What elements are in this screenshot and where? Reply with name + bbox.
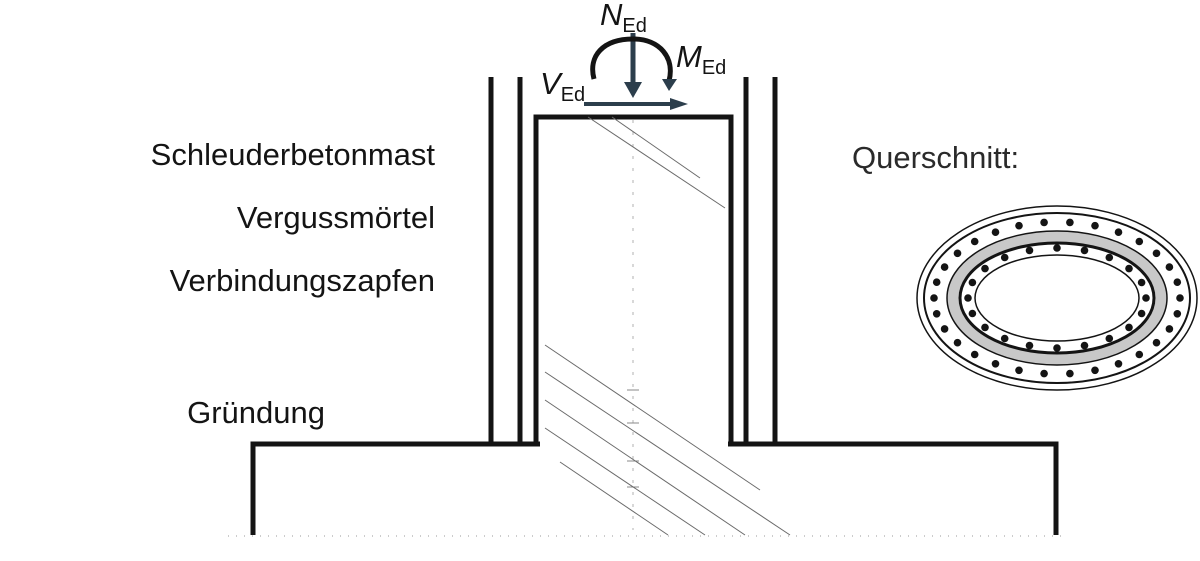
inner-rebar-dot: [1125, 264, 1133, 273]
inner-rebar-dot: [1053, 344, 1061, 352]
cross-section-grout-ring: [947, 231, 1167, 365]
cross-section: [916, 205, 1198, 391]
inner-rebar-dot: [1105, 334, 1114, 343]
mast-walls: [488, 77, 778, 446]
outer-rebar-dot: [932, 278, 941, 286]
label-verbindungszapfen: Verbindungszapfen: [170, 263, 435, 298]
shear-force-arrowhead: [670, 98, 688, 110]
foundation: [250, 441, 1059, 535]
outer-rebar-dot: [953, 249, 962, 258]
inner-rebar-dot: [1125, 323, 1133, 332]
outer-rebar-group: [930, 218, 1184, 378]
hatching: [544, 116, 791, 536]
cross-section-mast-outer: [923, 212, 1191, 384]
inner-rebar-dot: [968, 278, 977, 287]
inner-rebar-group: [964, 244, 1150, 352]
axial-force-arrowhead: [624, 82, 642, 98]
outer-rebar-dot: [1135, 237, 1144, 246]
outer-rebar-dot: [1091, 221, 1099, 230]
inner-rebar-dot: [1025, 341, 1034, 350]
outer-rebar-dot: [930, 294, 938, 302]
inner-rebar-dot: [1137, 309, 1146, 318]
label-querschnitt: Querschnitt:: [852, 140, 1019, 175]
label-gruendung: Gründung: [187, 395, 325, 430]
outer-rebar-dot: [1176, 294, 1184, 302]
moment-arrowhead: [662, 79, 677, 91]
shear-force-label: VEd: [540, 66, 585, 106]
outer-rebar-dot: [1015, 366, 1023, 375]
outer-rebar-dot: [953, 338, 962, 347]
load-arrows: [584, 33, 688, 110]
moment-arrow: [590, 36, 673, 82]
inner-rebar-dot: [981, 323, 989, 332]
outer-rebar-dot: [1015, 221, 1023, 230]
label-vergussmoertel: Vergussmörtel: [237, 200, 435, 235]
cross-section-grout-ring-edge-outer: [946, 230, 1168, 366]
inner-rebar-dot: [1080, 341, 1089, 350]
outer-rebar-dot: [1114, 360, 1123, 368]
inner-rebar-dot: [981, 264, 989, 273]
outer-rebar-dot: [1040, 218, 1048, 227]
outer-rebar-dot: [1091, 366, 1099, 375]
outer-rebar-dot: [1135, 350, 1144, 359]
outer-rebar-dot: [1173, 278, 1182, 286]
outer-rebar-dot: [1114, 228, 1123, 236]
cross-section-spigot-inner: [974, 254, 1140, 342]
outer-rebar-dot: [1152, 249, 1161, 258]
inner-rebar-dot: [964, 294, 972, 302]
outer-rebar-dot: [991, 228, 1000, 236]
outer-rebar-dot: [991, 360, 1000, 368]
outer-rebar-dot: [1066, 218, 1074, 227]
inner-rebar-dot: [1000, 334, 1009, 343]
label-schleuderbetonmast: Schleuderbetonmast: [151, 137, 436, 172]
inner-rebar-dot: [1053, 244, 1061, 252]
outer-rebar-dot: [1152, 338, 1161, 347]
outer-rebar-dot: [970, 350, 979, 359]
inner-rebar-dot: [1000, 253, 1009, 262]
outer-rebar-dot: [940, 325, 949, 333]
inner-rebar-dot: [1137, 278, 1146, 287]
outer-rebar-dot: [1165, 263, 1174, 271]
outer-rebar-dot: [970, 237, 979, 246]
axial-force-label: NEd: [600, 0, 647, 37]
outer-rebar-dot: [1040, 369, 1048, 378]
outer-rebar-dot: [940, 263, 949, 271]
outer-rebar-dot: [1066, 369, 1074, 378]
inner-rebar-dot: [1105, 253, 1114, 262]
outer-rebar-dot: [1173, 310, 1182, 318]
cross-section-spigot-outer: [958, 241, 1156, 355]
inner-rebar-dot: [1025, 246, 1034, 255]
moment-label: MEd: [676, 39, 726, 79]
inner-rebar-dot: [1142, 294, 1150, 302]
inner-rebar-dot: [1080, 246, 1089, 255]
connection-spigot: [533, 114, 734, 446]
outer-rebar-dot: [1165, 325, 1174, 333]
outer-rebar-dot: [932, 310, 941, 318]
cross-section-outer-edge: [916, 205, 1198, 391]
inner-rebar-dot: [968, 309, 977, 318]
